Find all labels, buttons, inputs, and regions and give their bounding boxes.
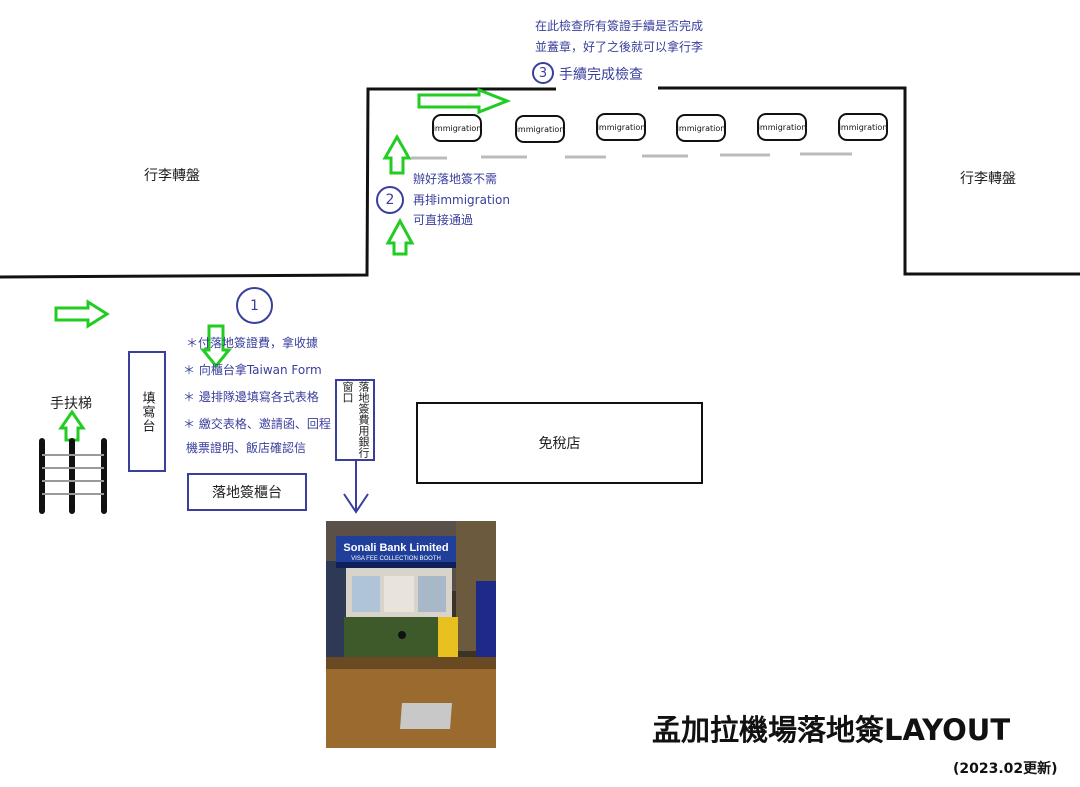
arrow-right-entry bbox=[56, 302, 107, 326]
arrow-up-step2-bottom bbox=[388, 221, 412, 254]
bank-window: 落地簽費用銀行窗口 bbox=[335, 379, 375, 461]
step1-note-line5: 機票證明、飯店確認信 bbox=[186, 438, 306, 459]
updated-date: (2023.02更新) bbox=[953, 758, 1058, 778]
step1-number-circle: 1 bbox=[236, 287, 273, 324]
immigration-booth-3: immigration bbox=[596, 113, 646, 141]
step1-note-line3: ＊ 邊排隊邊填寫各式表格 bbox=[183, 387, 319, 408]
form-desk-label: 填寫台 bbox=[138, 391, 157, 433]
immigration-booth-2: immigration bbox=[515, 115, 565, 143]
duty-free-label: 免稅店 bbox=[539, 433, 581, 453]
bank-booth-illustration: Sonali Bank Limited VISA FEE COLLECTION … bbox=[326, 521, 496, 748]
step2-note-line1: 辦好落地簽不需 bbox=[413, 169, 497, 190]
photo-sign-subtitle: VISA FEE COLLECTION BOOTH bbox=[351, 556, 441, 562]
arrow-up-step2-top bbox=[385, 137, 409, 173]
arrow-right-top bbox=[419, 90, 507, 112]
step1-note-line4: ＊ 繳交表格、邀請函、回程 bbox=[183, 414, 331, 435]
duty-free-shop: 免稅店 bbox=[416, 402, 703, 484]
photo-sign-title: Sonali Bank Limited bbox=[343, 542, 448, 554]
form-desk: 填寫台 bbox=[128, 351, 166, 472]
bank-booth-photo: Sonali Bank Limited VISA FEE COLLECTION … bbox=[326, 521, 496, 748]
escalator-icon bbox=[42, 441, 104, 511]
immigration-booth-5: immigration bbox=[757, 113, 807, 141]
baggage-carousel-right-label: 行李轉盤 bbox=[960, 168, 1016, 188]
step3-number-circle: 3 bbox=[532, 62, 554, 84]
step2-number-circle: 2 bbox=[376, 186, 404, 214]
step2-note-line2: 再排immigration bbox=[413, 190, 510, 211]
immigration-booth-6: immigration bbox=[838, 113, 888, 141]
bank-window-label: 落地簽費用銀行窗口 bbox=[339, 381, 371, 459]
baggage-carousel-left-label: 行李轉盤 bbox=[144, 165, 200, 185]
arrow-up-escalator bbox=[61, 412, 83, 440]
arrow-down-to-photo bbox=[344, 460, 368, 512]
step1-note-line2: ＊ 向櫃台拿Taiwan Form bbox=[183, 360, 322, 381]
immigration-booth-1: immigration bbox=[432, 114, 482, 142]
step2-note-line3: 可直接通過 bbox=[413, 210, 473, 231]
queue-lines bbox=[411, 154, 852, 158]
immigration-booth-4: immigration bbox=[676, 114, 726, 142]
step3-label: 手續完成檢查 bbox=[559, 64, 643, 84]
step1-note-line1: ＊付落地簽證費，拿收據 bbox=[186, 333, 318, 354]
diagram-title: 孟加拉機場落地簽LAYOUT bbox=[652, 707, 1010, 749]
visa-counter: 落地簽櫃台 bbox=[187, 473, 307, 511]
escalator-label: 手扶梯 bbox=[50, 393, 92, 413]
visa-counter-label: 落地簽櫃台 bbox=[212, 482, 282, 502]
step3-note-line1: 在此檢查所有簽證手續是否完成 bbox=[535, 16, 703, 37]
step3-note-line2: 並蓋章，好了之後就可以拿行李 bbox=[535, 37, 703, 58]
